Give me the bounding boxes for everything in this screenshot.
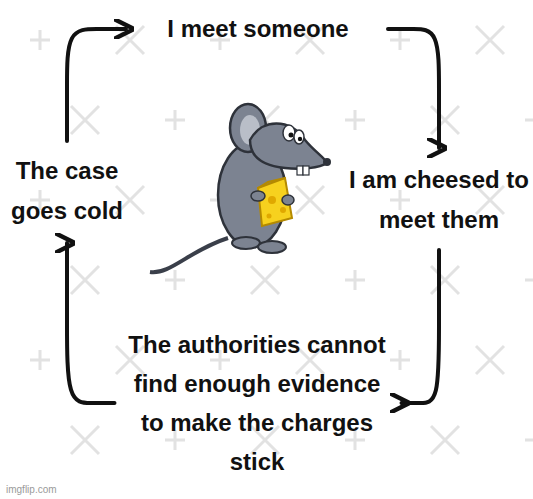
step-text: I meet someone <box>138 9 378 49</box>
cycle-arrow <box>67 29 126 141</box>
watermark-text: imgflip.com <box>6 484 57 495</box>
step-text: The authorities cannot find enough evide… <box>125 325 390 481</box>
cycle-arrow <box>402 250 440 403</box>
cycle-arrow <box>67 243 115 403</box>
cycle-step: The authorities cannot find enough evide… <box>125 325 390 481</box>
step-text: The case goes cold <box>3 151 131 231</box>
cycle-step: The case goes cold <box>3 151 131 231</box>
cycle-arrow <box>388 29 439 148</box>
cycle-step: I am cheesed to meet them <box>348 160 530 240</box>
cycle-step: I meet someone <box>138 9 378 49</box>
step-text: I am cheesed to meet them <box>348 160 530 240</box>
mouse-illustration <box>150 104 331 272</box>
